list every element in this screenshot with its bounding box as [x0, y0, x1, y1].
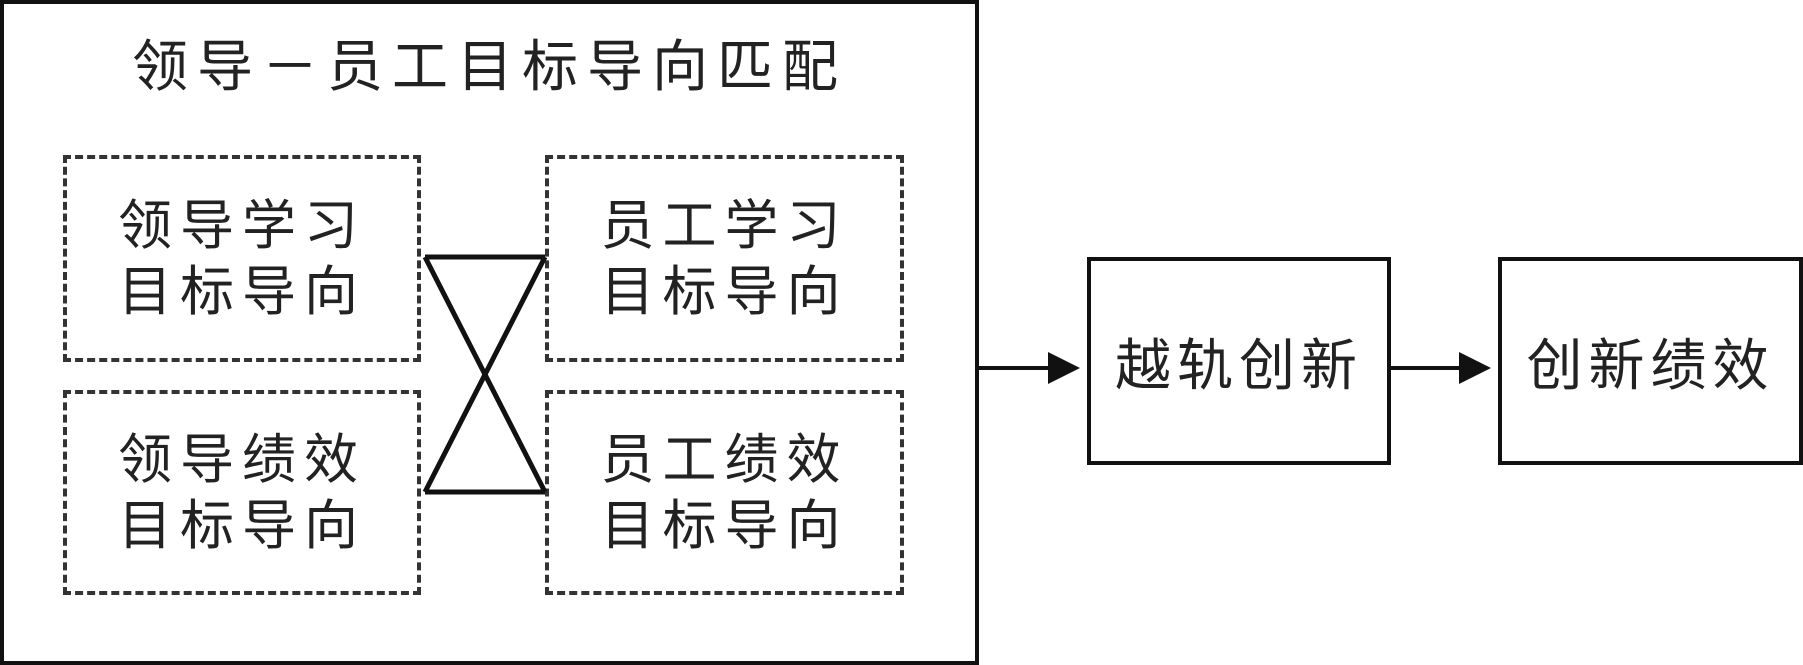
goal-orientation-match-frame: [0, 0, 979, 665]
innovation-performance-box: 创新绩效: [1498, 257, 1803, 465]
leader-performance-line2: 目标导向: [118, 493, 366, 557]
leader-learning-line2: 目标导向: [118, 259, 366, 323]
leader-performance-line1: 领导绩效: [118, 427, 366, 491]
deviant-innovation-box: 越轨创新: [1087, 257, 1391, 465]
employee-performance-line1: 员工绩效: [600, 427, 849, 491]
employee-learning-goal-box: 员工学习 目标导向: [545, 155, 904, 362]
employee-learning-line1: 员工学习: [600, 193, 849, 257]
leader-learning-goal-box: 领导学习 目标导向: [63, 155, 421, 362]
innovation-performance-label: 创新绩效: [1526, 333, 1775, 399]
leader-learning-line1: 领导学习: [118, 193, 366, 257]
employee-performance-line2: 目标导向: [600, 493, 849, 557]
deviant-innovation-label: 越轨创新: [1115, 333, 1363, 399]
diagram-title: 领导－员工目标导向匹配: [132, 35, 847, 100]
employee-learning-line2: 目标导向: [600, 259, 849, 323]
employee-performance-goal-box: 员工绩效 目标导向: [545, 390, 904, 595]
leader-performance-goal-box: 领导绩效 目标导向: [63, 390, 421, 595]
